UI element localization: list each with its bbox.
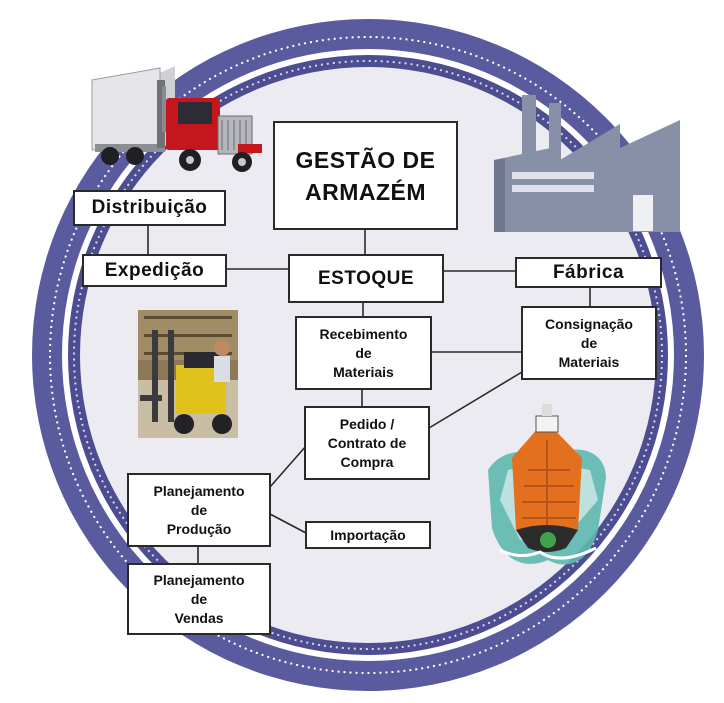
node-planejamento-vendas-line-3: Vendas — [174, 609, 224, 626]
node-distribuicao-label: Distribuição — [91, 197, 208, 218]
node-distribuicao: Distribuição — [73, 190, 226, 226]
node-estoque-label: ESTOQUE — [317, 267, 415, 289]
node-fabrica-label: Fábrica — [552, 261, 625, 283]
node-planejamento-producao-line-2: de — [190, 501, 208, 518]
ship-icon — [488, 404, 606, 565]
factory-icon — [494, 95, 680, 232]
node-planejamento-vendas-line-2: de — [190, 590, 208, 607]
node-planejamento-de-vendas: Planejamento de Vendas — [127, 563, 271, 635]
node-planejamento-producao-line-1: Planejamento — [153, 482, 245, 499]
node-pedido-line-1: Pedido / — [339, 415, 395, 432]
node-recebimento-line-1: Recebimento — [319, 325, 408, 342]
node-fabrica: Fábrica — [515, 257, 662, 288]
node-expedicao-label: Expedição — [104, 259, 205, 281]
node-consignacao-line-3: Materiais — [558, 353, 620, 370]
node-importacao: Importação — [305, 521, 431, 549]
node-expedicao: Expedição — [82, 254, 227, 287]
node-pedido-contrato-de-compra: Pedido / Contrato de Compra — [304, 406, 430, 480]
node-pedido-line-3: Compra — [340, 453, 394, 470]
node-consignacao-line-2: de — [580, 334, 598, 351]
node-importacao-label: Importação — [330, 526, 406, 543]
inner-ring-dotted — [73, 60, 663, 650]
truck-icon — [91, 66, 262, 172]
connector-pedido-planejamento-producao — [269, 445, 307, 488]
node-planejamento-producao-line-3: Produção — [166, 520, 232, 537]
node-consignacao-de-materiais: Consignação de Materiais — [521, 306, 657, 380]
node-recebimento-line-2: de — [355, 344, 372, 361]
node-planejamento-vendas-line-1: Planejamento — [153, 571, 245, 588]
title-box-gestao-de-armazem: GESTÃO DE ARMAZÉM — [273, 121, 458, 230]
connector-lines — [147, 224, 591, 565]
node-recebimento-de-materiais: Recebimento de Materiais — [295, 316, 432, 390]
connector-pedido-consignacao — [428, 371, 523, 429]
forklift-photo — [138, 310, 238, 438]
ring-dotted-border — [49, 36, 687, 674]
node-pedido-line-2: Contrato de — [327, 434, 407, 451]
node-planejamento-de-producao: Planejamento de Produção — [127, 473, 271, 547]
title-line-1: GESTÃO DE — [295, 146, 436, 173]
node-recebimento-line-3: Materiais — [333, 363, 394, 380]
node-consignacao-line-1: Consignação — [545, 315, 633, 332]
node-estoque: ESTOQUE — [288, 254, 444, 303]
title-line-2: ARMAZÉM — [304, 178, 427, 205]
connector-planejamento-importacao — [269, 513, 307, 534]
